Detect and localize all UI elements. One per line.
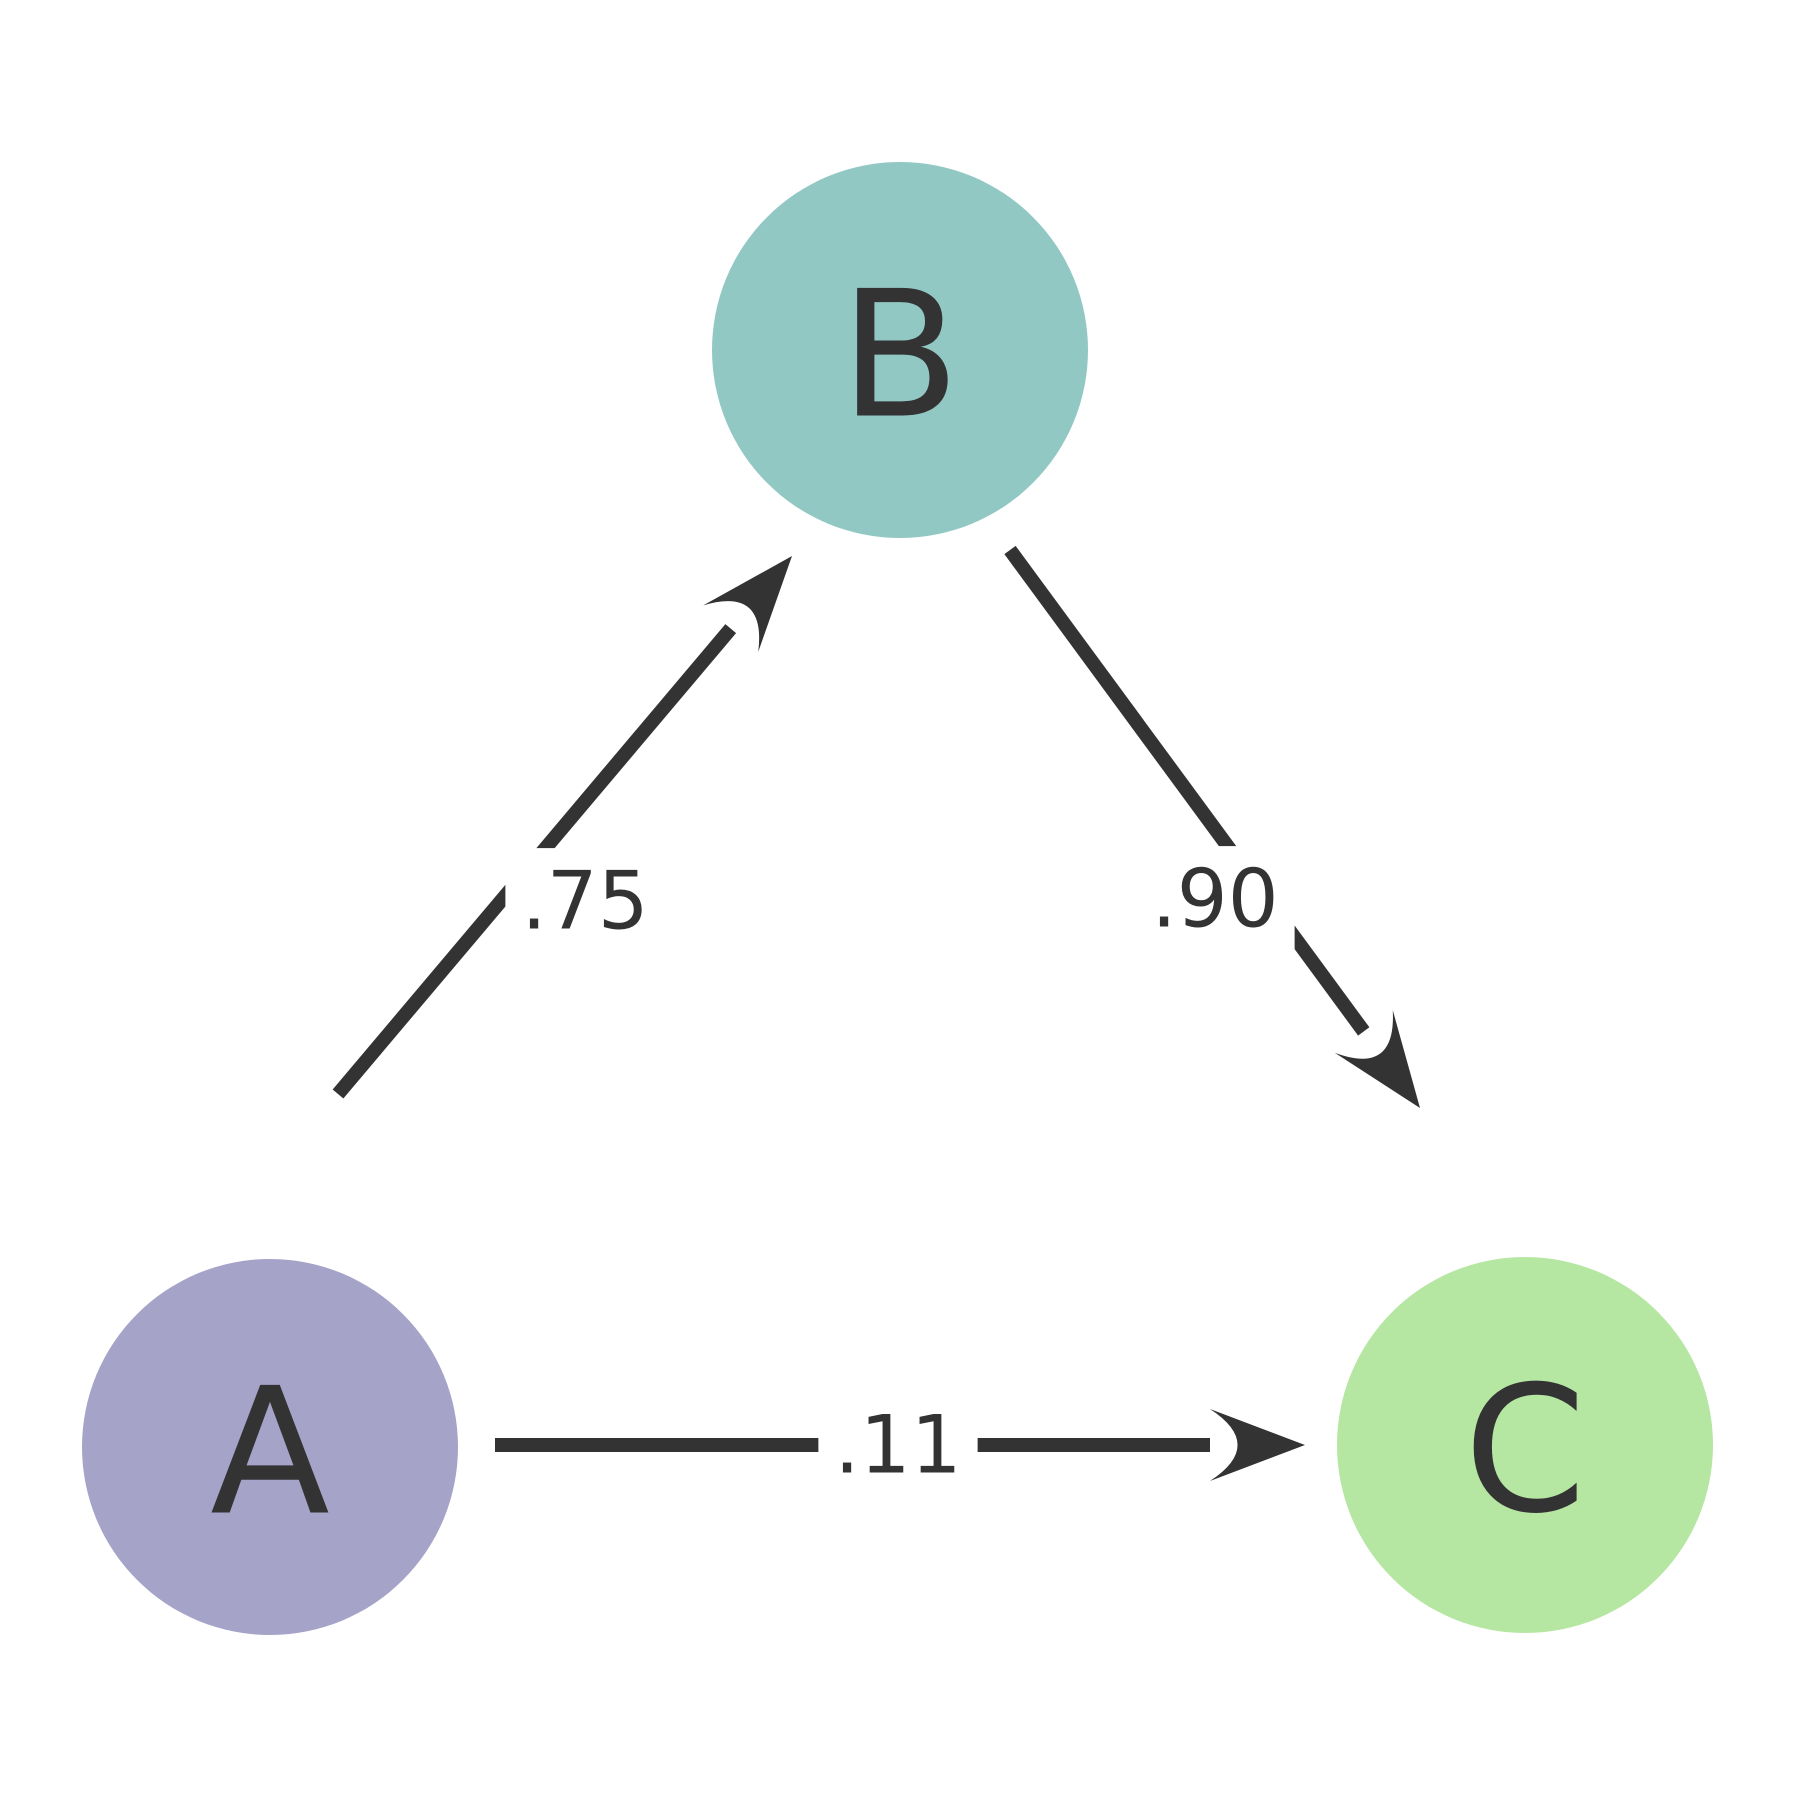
edge-b-c[interactable] <box>1004 545 1449 1129</box>
edge-a-b-arrowhead <box>703 556 792 652</box>
edge-a-b[interactable] <box>332 533 820 1099</box>
nodes-layer: A B C <box>82 162 1713 1635</box>
edge-label-backdrop <box>505 848 665 954</box>
node-c-circle[interactable] <box>1337 1257 1713 1633</box>
edge-b-c-arrowhead <box>1334 1010 1420 1108</box>
node-b-label: B <box>840 255 960 458</box>
node-a-circle[interactable] <box>82 1259 458 1635</box>
edge-labels-layer: .75 .90 .11 <box>505 846 1295 1498</box>
edge-label-a-b: .75 <box>521 855 648 948</box>
edge-a-c-arrowhead <box>1210 1409 1305 1481</box>
edge-label-a-c: .11 <box>834 1399 961 1492</box>
node-b-circle[interactable] <box>712 162 1088 538</box>
node-c[interactable]: C <box>1337 1257 1713 1633</box>
node-a[interactable]: A <box>82 1259 458 1635</box>
node-b[interactable]: B <box>712 162 1088 538</box>
node-c-label: C <box>1464 1350 1586 1553</box>
node-a-label: A <box>210 1352 330 1555</box>
edges-layer <box>332 533 1449 1481</box>
edge-label-b-c: .90 <box>1151 853 1278 946</box>
edge-label-backdrop <box>818 1392 978 1498</box>
edge-b-c-line <box>1004 545 1370 1036</box>
edge-label-backdrop <box>1135 846 1295 952</box>
